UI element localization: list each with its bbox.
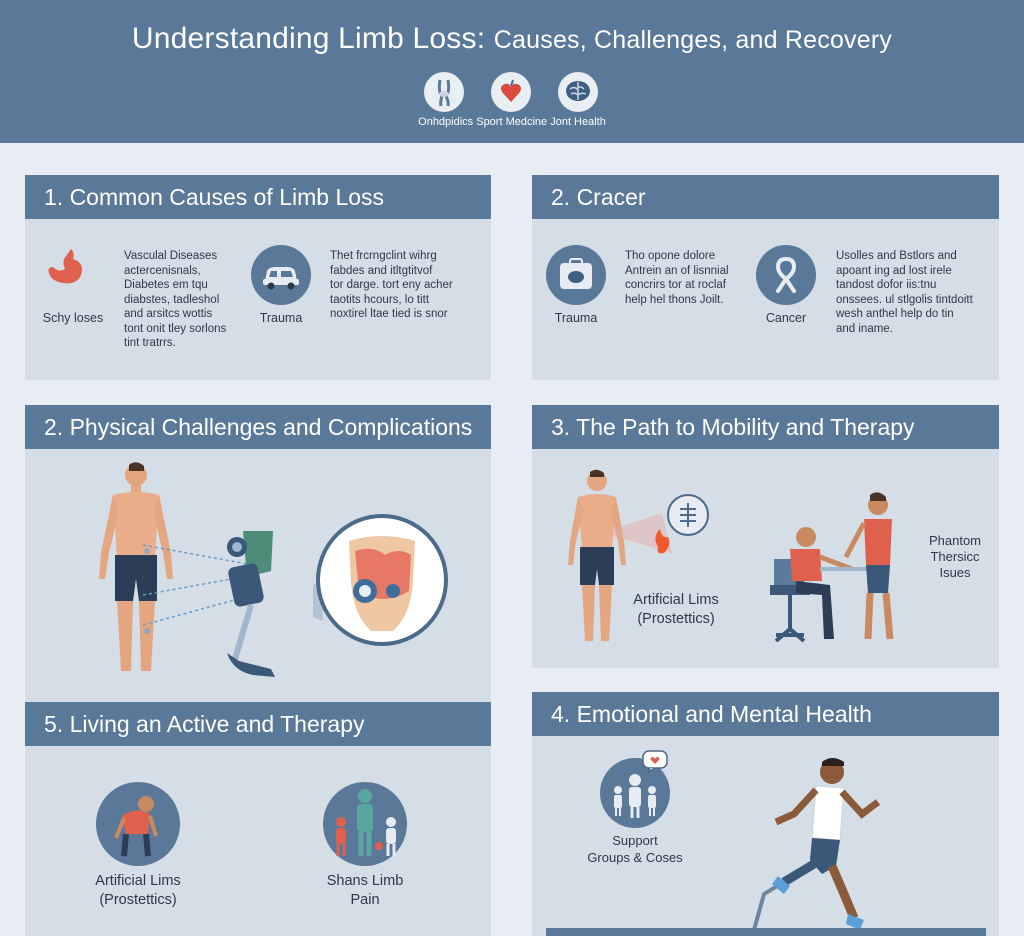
causes-heading: 1. Common Causes of Limb Loss <box>25 175 491 219</box>
living-heading: 5. Living an Active and Therapy <box>25 702 491 746</box>
title-sub: Causes, Challenges, and Recovery <box>493 26 893 54</box>
living-panel: 5. Living an Active and Therapy Artifici… <box>25 702 491 936</box>
brain-icon <box>558 72 598 112</box>
title-main: Understanding Limb Loss: <box>131 22 486 55</box>
body-figure-illustration <box>99 462 173 671</box>
mobility-body-figure <box>568 469 626 641</box>
prosthetic-leg-illustration <box>227 531 275 677</box>
support-group-icon <box>600 758 670 828</box>
physical-panel: 2. Physical Challenges and Complications <box>25 405 491 705</box>
knee-joint-icon <box>424 72 464 112</box>
therapist-session-illustration <box>770 492 894 643</box>
heart-icon <box>491 72 531 112</box>
mobility-panel: 3. The Path to Mobility and Therapy Arti… <box>532 405 999 668</box>
living-item1-label: Artificial Lims(Prostettics) <box>95 873 181 908</box>
ground-strip <box>546 928 986 936</box>
awareness-ribbon-icon <box>756 245 816 305</box>
struggling-person-icon <box>96 782 180 866</box>
speech-bubble-icon <box>642 750 668 774</box>
causes-item2-label: Trauma <box>259 311 303 325</box>
stomach-icon <box>48 249 82 284</box>
runner-prosthetic-illustration <box>752 758 881 931</box>
causes-item1-label: Schy loses <box>42 311 104 325</box>
cancer-item2-label: Cancer <box>765 311 807 325</box>
mobility-heading: 3. The Path to Mobility and Therapy <box>532 405 999 449</box>
callout-lines <box>143 544 254 626</box>
causes-panel: 1. Common Causes of Limb Loss Schy loses… <box>25 175 491 380</box>
physical-heading: 2. Physical Challenges and Complications <box>25 405 491 449</box>
cancer-item1-label: Trauma <box>554 311 598 325</box>
car-crash-icon <box>251 245 311 305</box>
magnified-tissue-illustration <box>313 514 448 646</box>
header-banner: Understanding Limb Loss: Causes, Challen… <box>0 0 1024 143</box>
cancer-heading: 2. Cracer <box>532 175 999 219</box>
emotional-heading: 4. Emotional and Mental Health <box>532 692 999 736</box>
mobility-prosthetics-label: Artificial Lims(Prostettics) <box>633 592 719 627</box>
header-icon-caption: Onhdpidics Sport Medcine Jont Health <box>418 116 606 128</box>
group-people-icon <box>323 782 407 866</box>
page-title: Understanding Limb Loss: Causes, Challen… <box>0 22 1024 56</box>
therapy-beam-illustration <box>602 494 709 554</box>
medical-kit-icon <box>546 245 606 305</box>
